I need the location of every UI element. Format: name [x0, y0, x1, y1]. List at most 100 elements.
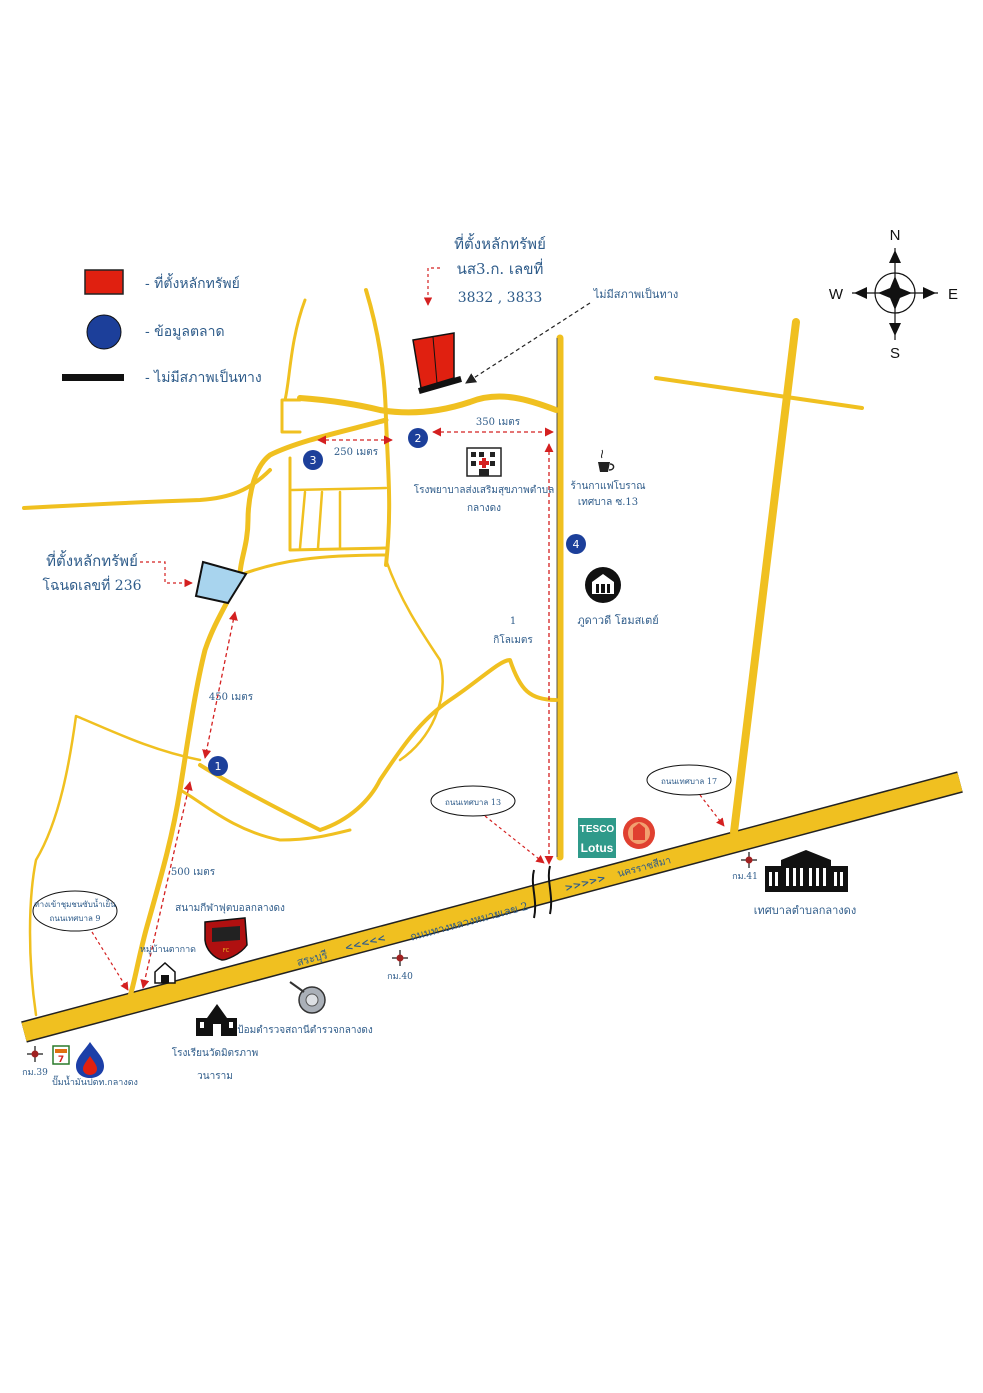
svg-text:1: 1: [215, 760, 222, 773]
property-deed-parcel: [194, 560, 248, 605]
right-vertical-road: [730, 318, 800, 836]
distance-lines: [140, 427, 554, 989]
resort-icon: [585, 567, 621, 603]
callout-left-road: ทางเข้าชุมชนซับน้ำเย็น ถนนเทศบาล 9: [32, 890, 129, 991]
upper-loop: [280, 398, 302, 434]
compass-west: W: [829, 286, 844, 303]
deed-road-branch: [238, 553, 388, 577]
km40-marker: กม.40: [387, 950, 413, 982]
house-icon: [154, 961, 176, 984]
svg-text:ถนนเทศบาล 17: ถนนเทศบาล 17: [661, 777, 717, 786]
marker-2[interactable]: 2: [408, 428, 428, 448]
property-deed-pointer: [140, 561, 193, 588]
svg-text:ทางเข้าชุมชนซับน้ำเย็น: ทางเข้าชุมชนซับน้ำเย็น: [34, 898, 116, 909]
marker-3[interactable]: 3: [303, 450, 323, 470]
hospital-label-2: กลางดง: [467, 503, 501, 514]
road-network: [21, 288, 963, 1043]
stadium-icon: FC: [204, 917, 248, 961]
hospital-icon: [466, 447, 502, 477]
svg-text:กม.39: กม.39: [22, 1068, 48, 1078]
distance-1km-unit: กิโลเมตร: [493, 633, 533, 646]
property-main-pointer: [423, 267, 440, 306]
highway-2-fill: [21, 772, 963, 1042]
svg-text:2: 2: [415, 432, 422, 445]
km39-marker: กม.39: [22, 1046, 48, 1078]
gas-station-icon: [76, 1042, 104, 1078]
stadium-label: สนามกีฬาฟุตบอลกลางดง: [175, 902, 285, 914]
property-main-parcel: [412, 332, 462, 394]
seven-eleven-icon: 7: [52, 1045, 70, 1065]
legend-data-label: - ข้อมูลตลาด: [145, 324, 225, 340]
legend-no-access-swatch: [62, 374, 124, 381]
west-road: [22, 468, 272, 510]
distance-250: 250 เมตร: [334, 447, 379, 458]
distance-line-450: [202, 611, 238, 759]
distance-500: 500 เมตร: [171, 867, 216, 878]
tesco-lotus-icon: TESCO Lotus: [578, 818, 616, 858]
lower-inner-road: [384, 558, 444, 762]
svg-text:Lotus: Lotus: [581, 841, 614, 855]
resort-label: ภูดาวดี โฮมสเตย์: [577, 613, 658, 627]
no-access-boundary: [418, 376, 462, 394]
distance-450: 450 เมตร: [209, 692, 254, 703]
right-crossing-road: [654, 376, 864, 410]
cafe-label-2: เทศบาล ซ.13: [578, 497, 638, 508]
north-road-2: [283, 298, 307, 402]
temple-emblem-icon: [623, 817, 655, 849]
municipality-label: เทศบาลตำบลกลางดง: [754, 904, 856, 917]
svg-text:3: 3: [310, 454, 317, 467]
svg-text:TESCO: TESCO: [580, 824, 615, 835]
cafe-label: ร้านกาแฟโบราณ: [571, 479, 646, 492]
distance-350: 350 เมตร: [476, 417, 521, 428]
compass-north: N: [890, 227, 901, 244]
bridge-symbol: [531, 865, 553, 919]
upper-road: [297, 393, 559, 416]
distance-1km-value: 1: [510, 616, 516, 627]
hospital-label: โรงพยาบาลส่งเสริมสุขภาพตำบล: [414, 483, 555, 496]
lower-loop-road-2: [178, 788, 352, 842]
svg-text:กม.40: กม.40: [387, 972, 413, 982]
property-deed-number: โฉนดเลขที่ 236: [42, 576, 141, 594]
property-main-title: ที่ตั้งหลักทรัพย์: [454, 233, 546, 253]
lower-loop-road: [198, 658, 558, 832]
school-icon: [196, 1004, 237, 1036]
compass-rose: N S E W: [829, 227, 958, 362]
no-access-pointer: [465, 302, 591, 384]
west-loop-road: [28, 714, 202, 1017]
svg-text:กม.41: กม.41: [732, 872, 758, 882]
legend-no-access-label: - ไม่มีสภาพเป็นทาง: [145, 368, 262, 386]
legend-property-swatch: [84, 269, 124, 295]
property-main-number: 3832 , 3833: [458, 290, 543, 306]
police-icon: [289, 981, 326, 1014]
north-road: [364, 288, 392, 567]
km41-marker: กม.41: [732, 852, 758, 882]
police-label: ป้อมตำรวจสถานีตำรวจกลางดง: [237, 1024, 373, 1036]
distance-line-500: [140, 781, 193, 989]
svg-text:FC: FC: [223, 948, 230, 954]
callout-soi13: ถนนเทศบาล 13: [430, 785, 545, 864]
compass-south: S: [890, 345, 900, 362]
gas-station-label: ปั๊มน้ำมันปตท.กลางดง: [52, 1075, 138, 1088]
property-deed-title: ที่ตั้งหลักทรัพย์: [46, 550, 138, 570]
village-label: หมู่บ้านตากาด: [140, 944, 196, 955]
curved-main-road: [237, 417, 389, 578]
school-label: โรงเรียนวัดมิตรภาพ: [172, 1046, 258, 1059]
marker-4[interactable]: 4: [566, 534, 586, 554]
compass-east: E: [948, 286, 958, 303]
legend-data-swatch: [86, 314, 122, 350]
svg-text:ถนนเทศบาล 9: ถนนเทศบาล 9: [50, 914, 101, 923]
inner-road-b: [290, 486, 388, 550]
school-label-2: วนาราม: [197, 1071, 233, 1082]
coffee-icon: [598, 449, 615, 472]
marker-1[interactable]: 1: [208, 756, 228, 776]
svg-text:4: 4: [573, 538, 580, 551]
municipality-icon: [765, 850, 848, 892]
legend: - ที่ตั้งหลักทรัพย์ - ข้อมูลตลาด - ไม่มี…: [62, 269, 262, 386]
callout-soi17: ถนนเทศบาล 17: [646, 764, 732, 827]
no-access-note: ไม่มีสภาพเป็นทาง: [593, 287, 679, 301]
inner-road-a: [288, 456, 388, 552]
svg-text:7: 7: [58, 1055, 64, 1065]
property-main-deed: นส3.ก. เลขที่: [457, 258, 544, 278]
svg-text:ถนนเทศบาล 13: ถนนเทศบาล 13: [445, 798, 501, 807]
